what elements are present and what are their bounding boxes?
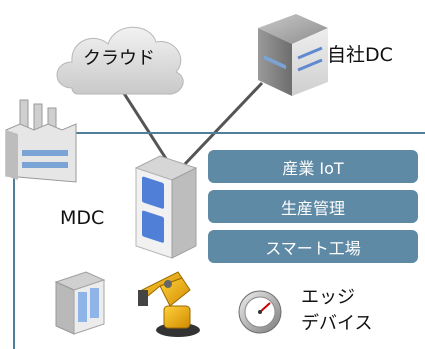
- datacenter-server-icon: [258, 14, 328, 96]
- factory-icon: [5, 99, 77, 183]
- mdc-label: MDC: [60, 207, 105, 229]
- service-box-smart-factory: スマート工場: [208, 230, 418, 263]
- link-cloud-mdc: [116, 83, 174, 169]
- edge-label-line2: デバイス: [301, 313, 373, 334]
- link-dc-mdc: [183, 81, 264, 166]
- edge-label-line1: エッジ: [301, 287, 355, 308]
- cabinet-icon: [54, 271, 106, 335]
- cloud-icon: [56, 26, 184, 95]
- service-box-production-management: 生産管理: [208, 190, 418, 223]
- mdc-rack-icon: [134, 155, 198, 259]
- onprem-dc-label: 自社DC: [327, 44, 393, 66]
- robot-arm-icon: [138, 271, 200, 337]
- gauge-icon: [238, 290, 282, 334]
- edge-device-label: エッジ デバイス: [301, 285, 372, 337]
- service-box-industrial-iot: 産業 IoT: [208, 150, 418, 183]
- cloud-label: クラウド: [83, 48, 155, 69]
